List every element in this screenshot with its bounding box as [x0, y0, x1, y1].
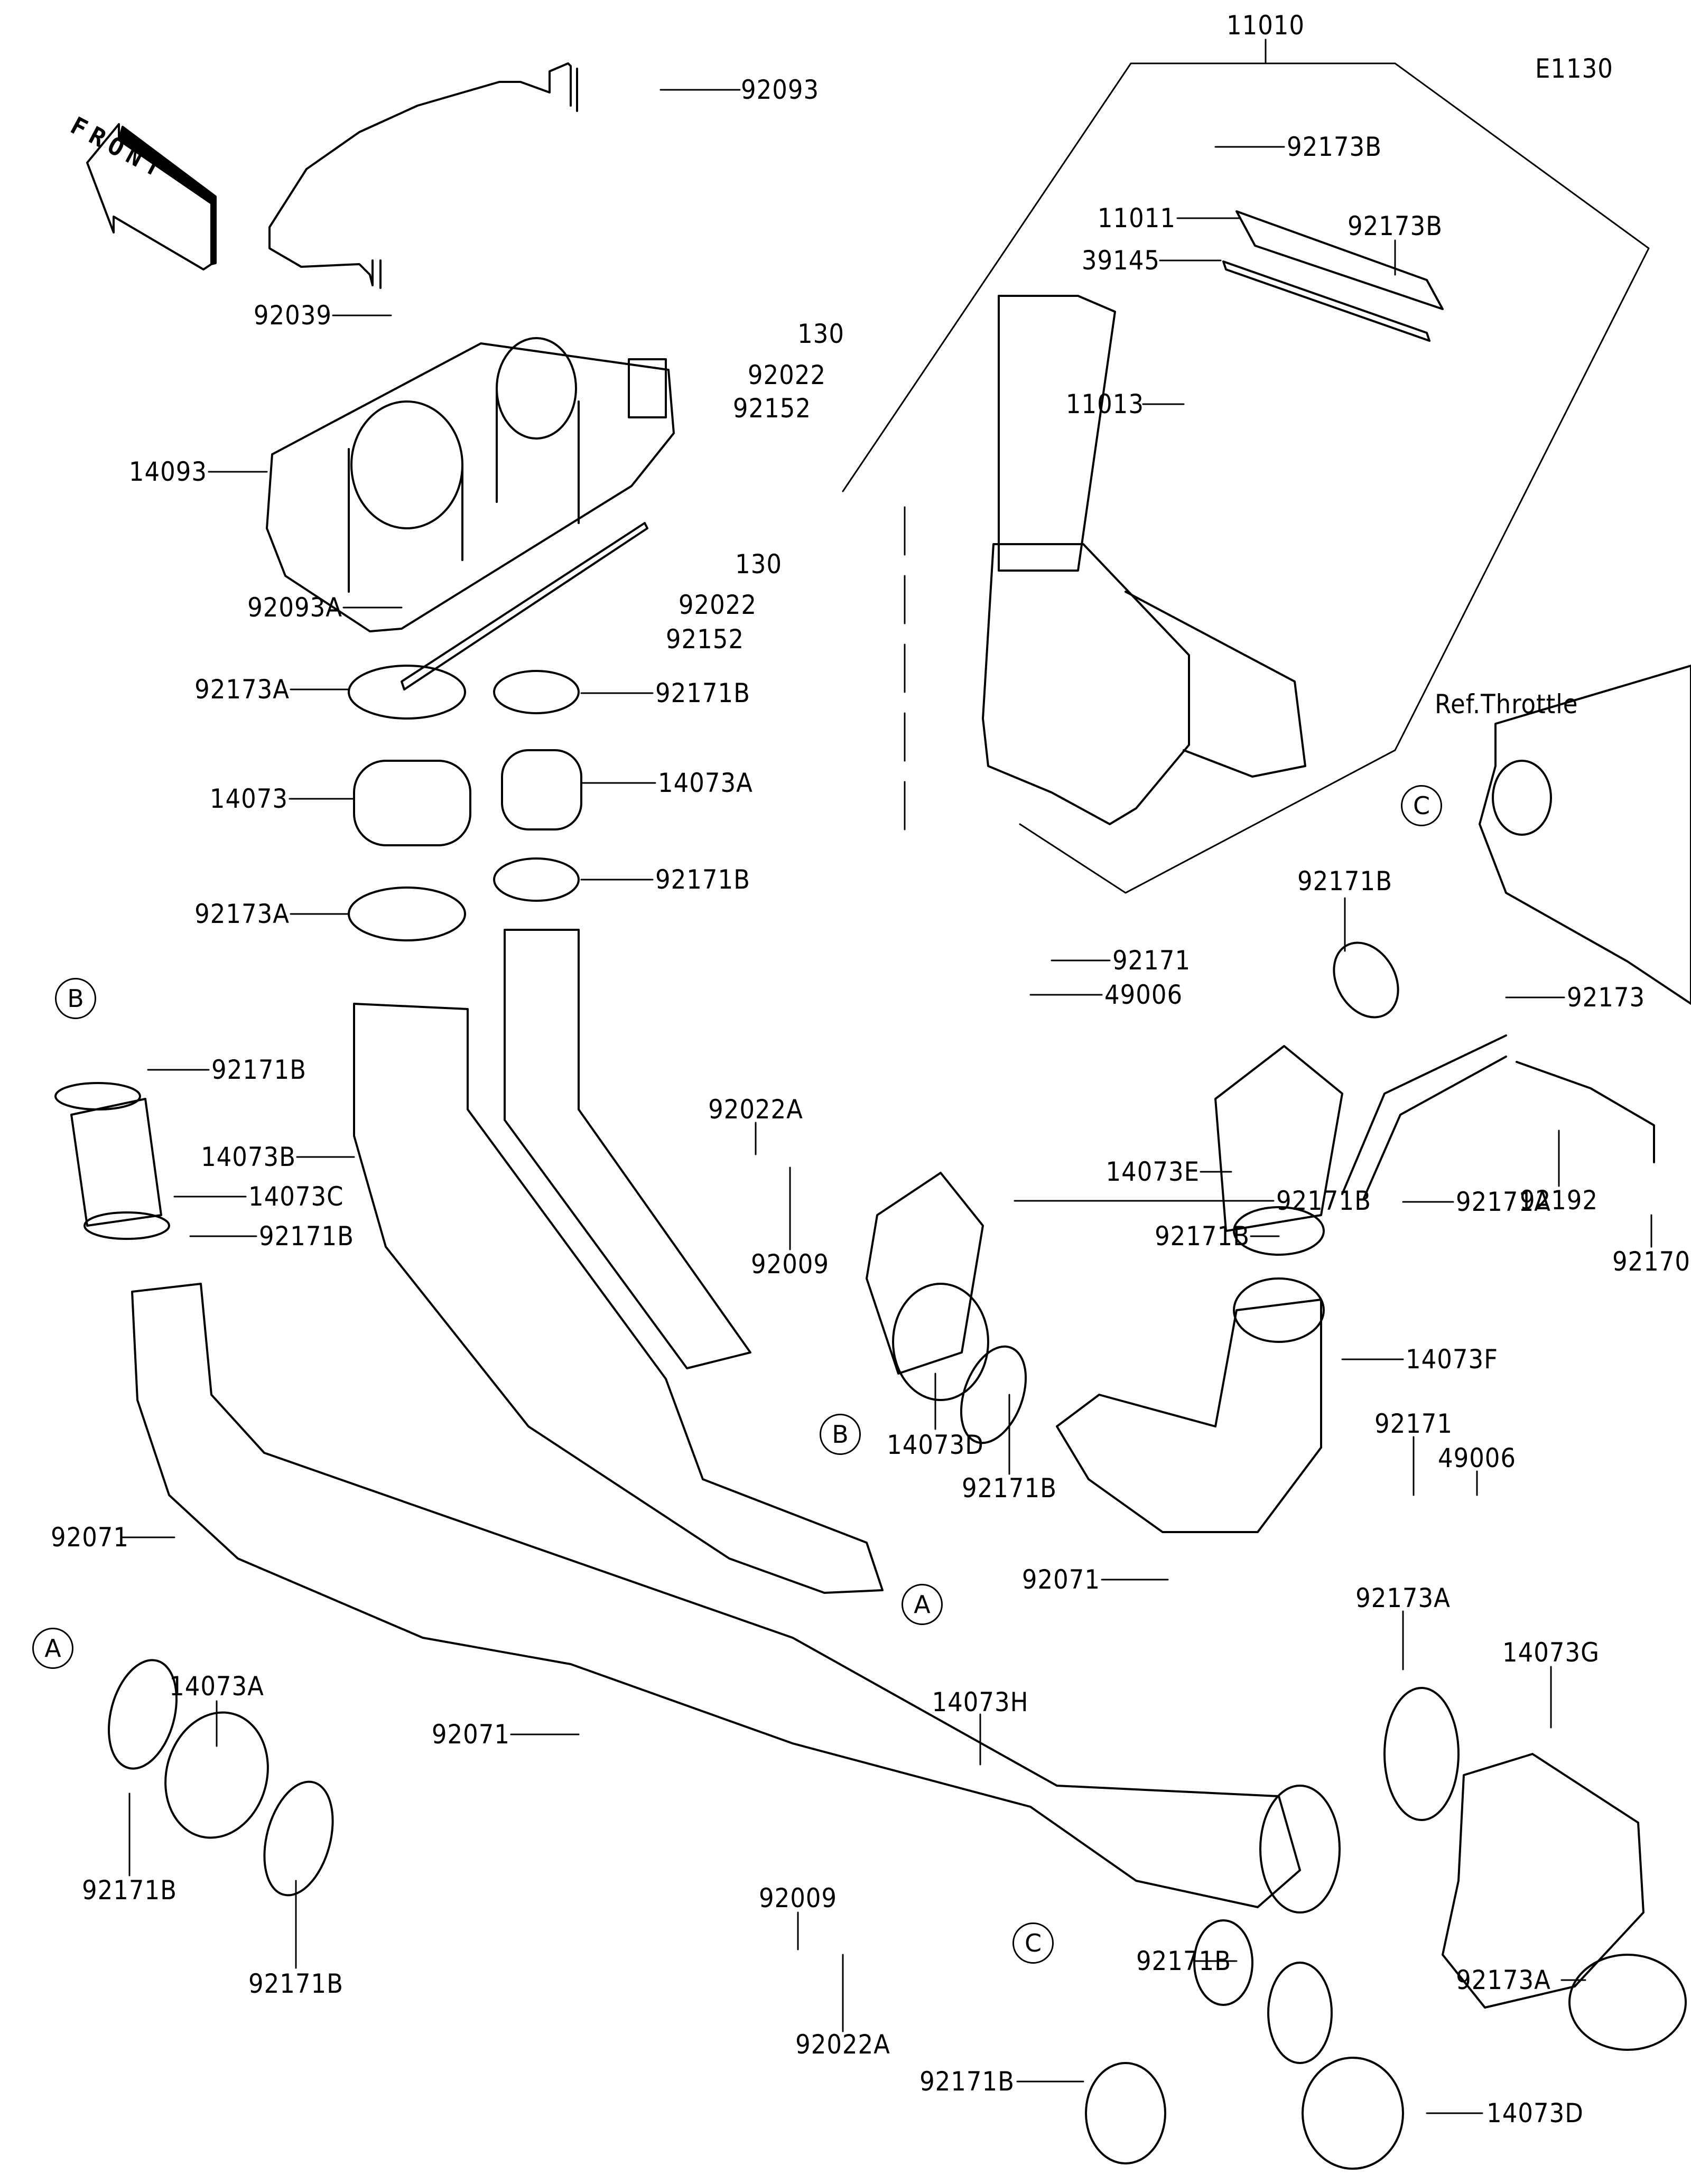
part-number-label[interactable]: 92171	[1374, 1408, 1453, 1439]
part-number-label[interactable]: 92171B	[248, 1968, 343, 1999]
part-number-label[interactable]: 92173B	[1348, 211, 1443, 241]
diagram-code: E1130	[1535, 53, 1613, 84]
part-number-label[interactable]: 92152	[665, 624, 744, 655]
part-number-label[interactable]: 92173A	[1355, 1583, 1451, 1613]
part-number-label[interactable]: 92071	[1021, 1564, 1100, 1595]
ref-throttle-label[interactable]: Ref.Throttle	[1435, 689, 1578, 720]
part-number-label[interactable]: 92173A	[194, 674, 290, 705]
reference-callout-c: C	[1012, 1922, 1054, 1964]
part-number-label[interactable]: 92071	[50, 1522, 129, 1553]
reference-callout-a: A	[902, 1584, 943, 1625]
part-number-label[interactable]: 92171B	[1155, 1221, 1250, 1252]
part-number-label[interactable]: 92022A	[708, 1094, 803, 1125]
part-number-label[interactable]: 92171	[1112, 945, 1191, 976]
part-number-label[interactable]: 92171A	[1456, 1187, 1551, 1217]
part-number-label[interactable]: 92171B	[655, 864, 750, 895]
part-number-label[interactable]: 11013	[1065, 389, 1144, 419]
part-number-label[interactable]: 92170	[1612, 1246, 1691, 1277]
part-number-label[interactable]: 92039	[253, 300, 332, 331]
reference-callout-b: B	[55, 978, 96, 1019]
part-number-label[interactable]: 92071	[431, 1719, 510, 1750]
part-number-label[interactable]: 92173A	[1456, 1965, 1551, 1995]
reference-callout-b: B	[820, 1414, 861, 1455]
part-number-label[interactable]: 92171B	[655, 678, 750, 708]
part-number-label[interactable]: 92009	[758, 1883, 838, 1914]
part-number-label[interactable]: 14073A	[658, 768, 753, 798]
wire-bracket	[268, 62, 578, 289]
part-number-label[interactable]: 130	[735, 549, 782, 580]
part-number-label[interactable]: 11010	[1226, 10, 1305, 41]
part-number-label[interactable]: 92171B	[919, 2066, 1015, 2097]
part-number-label[interactable]: 92093A	[247, 592, 342, 623]
part-number-label[interactable]: 14073A	[169, 1671, 264, 1702]
part-number-label[interactable]: 92152	[732, 393, 811, 424]
part-number-label[interactable]: 14073D	[887, 1430, 984, 1460]
leader-lines	[120, 89, 1652, 2114]
part-number-label[interactable]: 14073H	[932, 1687, 1029, 1718]
part-number-label[interactable]: 14073	[209, 783, 288, 814]
part-number-label[interactable]: 92173	[1567, 982, 1646, 1013]
part-number-label[interactable]: 14093	[128, 456, 207, 487]
air-cleaner-assembly-outline	[842, 39, 1650, 894]
part-number-label[interactable]: 92171B	[1136, 1946, 1231, 1976]
part-number-label[interactable]: 49006	[1437, 1443, 1517, 1473]
part-number-label[interactable]: 14073G	[1502, 1637, 1600, 1668]
part-number-label[interactable]: 92022	[747, 360, 826, 390]
part-number-label[interactable]: 92171B	[962, 1473, 1057, 1504]
part-number-label[interactable]: 92093	[741, 74, 820, 105]
part-number-label[interactable]: 92192	[1519, 1185, 1599, 1216]
part-number-label[interactable]: 130	[797, 319, 844, 349]
part-number-label[interactable]: 14073E	[1105, 1156, 1200, 1187]
part-number-label[interactable]: 92022A	[795, 2029, 890, 2060]
part-number-label[interactable]: 92171B	[1276, 1186, 1371, 1216]
ducts	[70, 210, 1691, 2170]
air-box	[266, 337, 675, 632]
part-number-label[interactable]: 14073C	[248, 1181, 344, 1212]
part-number-label[interactable]: 92173B	[1287, 132, 1382, 162]
reference-callout-a: A	[32, 1628, 73, 1669]
part-number-label[interactable]: 14073B	[201, 1142, 296, 1172]
part-number-label[interactable]: 92171B	[211, 1054, 306, 1085]
front-arrow-icon	[86, 123, 217, 270]
part-number-label[interactable]: 92022	[678, 590, 757, 620]
part-number-label[interactable]: 11011	[1097, 203, 1176, 234]
reference-callout-c: C	[1401, 785, 1442, 826]
gasket-strip	[401, 522, 648, 690]
part-number-label[interactable]: 14073F	[1406, 1344, 1498, 1375]
part-number-label[interactable]: 49006	[1104, 979, 1183, 1010]
part-number-label[interactable]: 39145	[1081, 245, 1160, 276]
part-number-label[interactable]: 92171B	[82, 1875, 177, 1906]
part-number-label[interactable]: 92171B	[1297, 866, 1392, 897]
part-number-label[interactable]: 92171B	[259, 1221, 354, 1252]
part-number-label[interactable]: 92009	[750, 1249, 830, 1280]
part-number-label[interactable]: 14073D	[1486, 2098, 1584, 2129]
part-number-label[interactable]: 92173A	[194, 899, 290, 929]
